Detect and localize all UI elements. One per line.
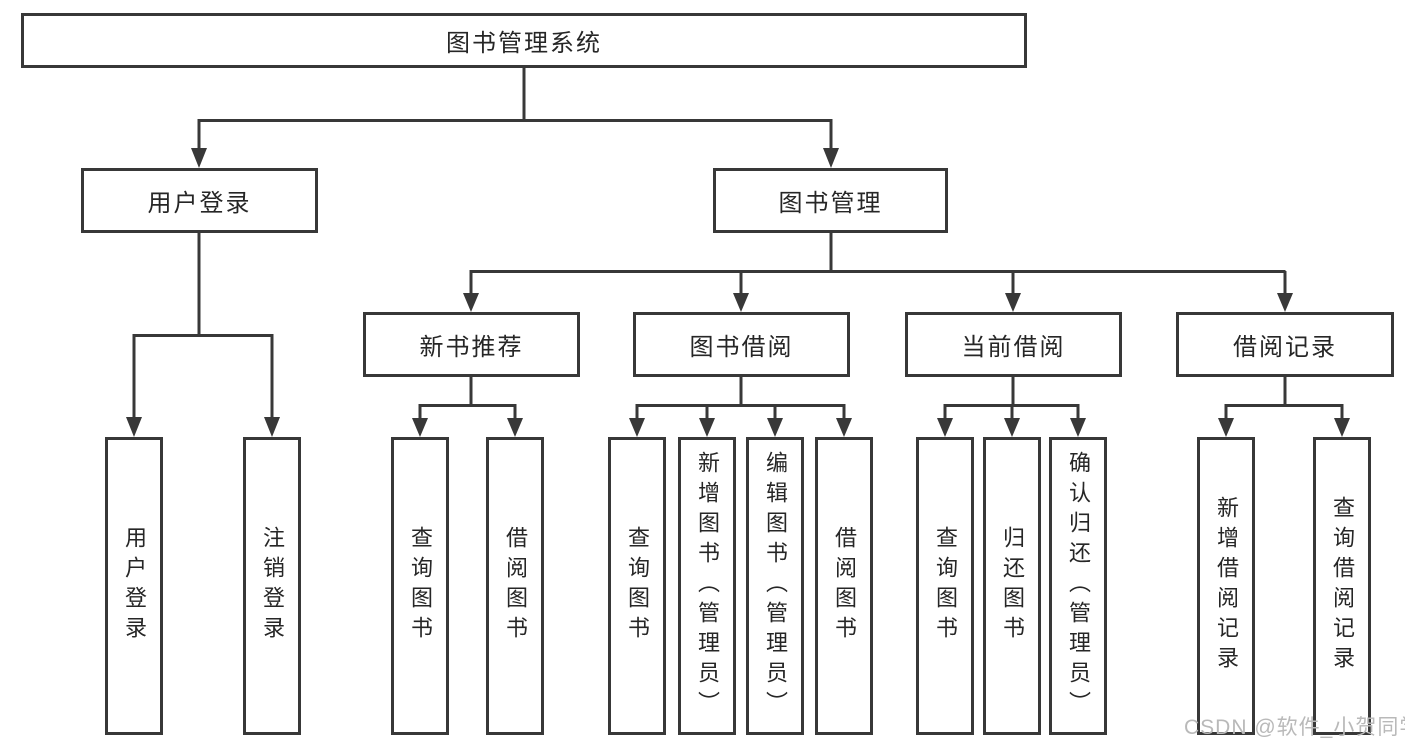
node-return-books: 归还图书 (983, 437, 1041, 735)
node-book-management: 图书管理 (713, 168, 948, 233)
node-label: 归还图书 (1000, 526, 1025, 646)
connector-root-to-level2 (191, 67, 839, 168)
node-label: 图书管理系统 (446, 30, 602, 57)
node-label: 注销登录 (260, 526, 285, 646)
node-label: 新增图书（管理员） (695, 451, 720, 721)
node-book-borrowing: 图书借阅 (633, 312, 850, 377)
node-library-management-system: 图书管理系统 (21, 13, 1027, 68)
node-new-book-recommendation: 新书推荐 (363, 312, 580, 377)
node-query-books-recommend: 查询图书 (391, 437, 449, 735)
node-user-login-leaf: 用户登录 (105, 437, 163, 735)
node-label: 查询图书 (933, 526, 958, 646)
node-label: 用户登录 (147, 190, 252, 217)
connector-current-borrow-children (937, 375, 1086, 437)
node-label: 图书管理 (778, 190, 883, 217)
node-user-login: 用户登录 (81, 168, 318, 233)
node-label: 借阅图书 (832, 526, 857, 646)
node-add-books-admin: 新增图书（管理员） (678, 437, 736, 735)
node-logout: 注销登录 (243, 437, 301, 735)
node-borrow-books-leaf: 借阅图书 (815, 437, 873, 735)
node-label: 新增借阅记录 (1214, 496, 1239, 676)
node-label: 借阅记录 (1233, 334, 1337, 361)
node-label: 查询图书 (625, 526, 650, 646)
node-borrow-books-recommend: 借阅图书 (486, 437, 544, 735)
connector-user-login-children (126, 231, 280, 437)
node-label: 当前借阅 (961, 334, 1066, 361)
node-edit-books-admin: 编辑图书（管理员） (746, 437, 804, 735)
node-add-borrow-record: 新增借阅记录 (1197, 437, 1255, 735)
node-label: 编辑图书（管理员） (763, 451, 788, 721)
node-label: 查询借阅记录 (1330, 496, 1355, 676)
node-label: 借阅图书 (503, 526, 528, 646)
connector-book-borrow-children (629, 375, 852, 437)
node-query-books-borrow: 查询图书 (608, 437, 666, 735)
node-borrowing-records: 借阅记录 (1176, 312, 1394, 377)
node-label: 图书借阅 (689, 334, 794, 361)
node-query-books-current: 查询图书 (916, 437, 974, 735)
node-current-borrowing: 当前借阅 (905, 312, 1122, 377)
node-confirm-return-admin: 确认归还（管理员） (1049, 437, 1107, 735)
node-label: 查询图书 (408, 526, 433, 646)
node-label: 新书推荐 (419, 334, 524, 361)
node-label: 用户登录 (122, 526, 147, 646)
node-query-borrow-record: 查询借阅记录 (1313, 437, 1371, 735)
connector-borrow-record-children (1218, 375, 1350, 437)
watermark-text: CSDN @软件_小贺同学 (1184, 716, 1405, 739)
node-label: 确认归还（管理员） (1066, 451, 1091, 721)
connector-new-book-children (412, 375, 523, 437)
connector-book-management-children (463, 231, 1293, 312)
